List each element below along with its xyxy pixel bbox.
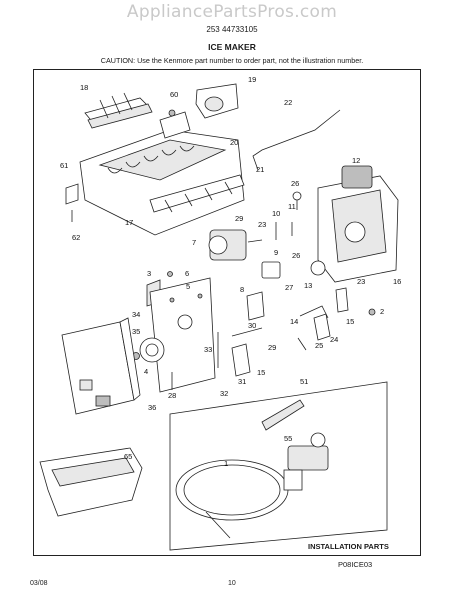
callout-18: 18: [80, 83, 88, 92]
callout-33: 33: [204, 345, 212, 354]
part-65-ice-bucket: [39, 447, 143, 517]
part-6-screw: [167, 271, 173, 277]
callout-4: 4: [144, 367, 148, 376]
callout-7: 7: [192, 238, 196, 247]
part-21-stripper: [149, 174, 245, 213]
callout-65: 65: [124, 452, 132, 461]
callout-62: 62: [72, 233, 80, 242]
callout-17: 17: [125, 218, 133, 227]
exploded-parts-diagram: 18 60 19 22 20 21 61 17 62 12 26 11 10 2…: [39, 75, 401, 551]
part-26-small-component: [292, 191, 302, 210]
part-7-motor: [208, 229, 263, 261]
callout-25: 25: [315, 341, 323, 350]
part-31-bracket: [231, 343, 251, 377]
footer-date: 03/08: [30, 580, 48, 587]
callout-21: 21: [256, 165, 264, 174]
callout-26b: 26: [292, 251, 300, 260]
callout-5: 5: [186, 282, 190, 291]
callout-11: 11: [288, 202, 296, 211]
callout-34: 34: [132, 310, 140, 319]
part-ice-mold: [79, 111, 245, 236]
callout-2: 2: [380, 307, 384, 316]
callout-23: 23: [258, 220, 266, 229]
part-9-timer: [261, 260, 326, 279]
callout-1: 1: [224, 459, 228, 468]
part-22-shutoff-arm: [252, 109, 341, 171]
installation-parts-box: [169, 381, 388, 551]
callout-20: 20: [230, 138, 238, 147]
part-19-cover: [195, 83, 239, 119]
part-mounting-plate: [149, 277, 216, 393]
part-1-water-tube: [175, 459, 289, 539]
callout-19: 19: [248, 75, 256, 84]
callout-55: 55: [284, 434, 292, 443]
callout-labels: 18 60 19 22 20 21 61 17 62 12 26 11 10 2…: [60, 75, 401, 468]
part-15-clip: [335, 287, 349, 313]
callout-6: 6: [185, 269, 189, 278]
callout-61: 61: [60, 161, 68, 170]
page-title: ICE MAKER: [208, 42, 256, 52]
callout-22: 22: [284, 98, 292, 107]
callout-60: 60: [170, 90, 178, 99]
watermark: AppliancePartsPros.com: [126, 2, 338, 22]
callout-26: 26: [291, 179, 299, 188]
callout-24: 24: [330, 335, 338, 344]
part-61-bracket: [65, 183, 79, 222]
part-16-control-housing: [317, 165, 399, 283]
callout-8: 8: [240, 285, 244, 294]
callout-30: 30: [248, 321, 256, 330]
callout-31: 31: [238, 377, 246, 386]
part-25: [297, 337, 307, 351]
callout-3: 3: [147, 269, 151, 278]
callout-9: 9: [274, 248, 278, 257]
document-part-number: 253 44733105: [206, 25, 258, 34]
callout-23b: 23: [357, 277, 365, 286]
part-18-mold-cover: [84, 92, 153, 129]
part-51-fitting: [261, 399, 305, 431]
callout-29: 29: [235, 214, 243, 223]
part-30: [231, 327, 263, 337]
part-36-front-cover: [61, 317, 141, 415]
part-8-switch: [246, 291, 265, 321]
part-24-lever: [313, 313, 331, 341]
callout-35: 35: [132, 327, 140, 336]
part-2-screw: [368, 308, 376, 316]
callout-32: 32: [220, 389, 228, 398]
callout-29b: 29: [268, 343, 276, 352]
callout-16: 16: [393, 277, 401, 286]
callout-14: 14: [290, 317, 298, 326]
callout-28: 28: [168, 391, 176, 400]
callout-15: 15: [346, 317, 354, 326]
callout-13: 13: [304, 281, 312, 290]
part-55-water-valve: [283, 432, 329, 491]
callout-15b: 15: [257, 368, 265, 377]
callout-51: 51: [300, 377, 308, 386]
callout-10: 10: [272, 209, 280, 218]
installation-parts-label: INSTALLATION PARTS: [308, 542, 389, 551]
page-number: 10: [228, 580, 236, 587]
part-4-gear: [139, 337, 165, 363]
diagram-code: P08ICE03: [338, 560, 373, 569]
diagram-frame: [33, 69, 421, 556]
callout-27: 27: [285, 283, 293, 292]
callout-12: 12: [352, 156, 360, 165]
caution-note: CAUTION: Use the Kenmore part number to …: [100, 56, 364, 65]
callout-36: 36: [148, 403, 156, 412]
